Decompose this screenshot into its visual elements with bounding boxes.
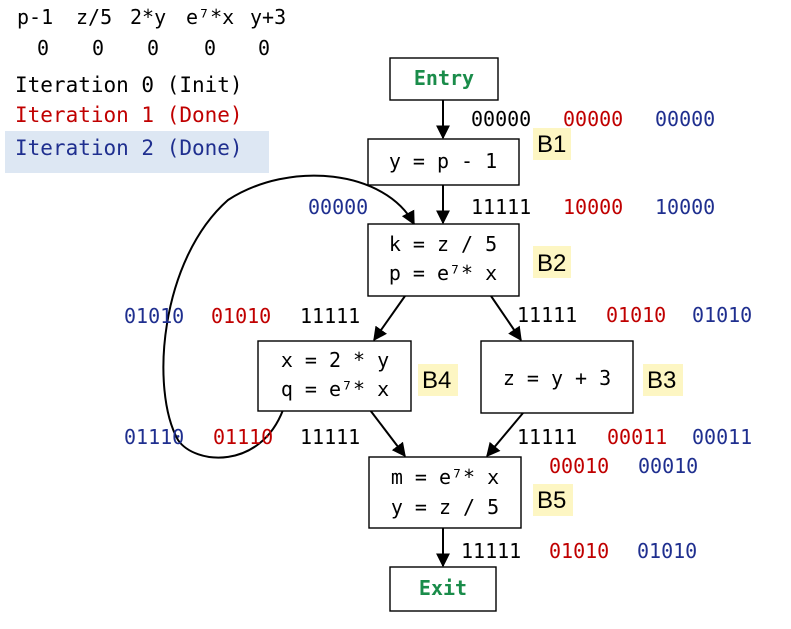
label-b5-exit-iter1: 01010 [549, 539, 609, 563]
edge-back-b4-b2 [162, 174, 415, 459]
exit-label: Exit [419, 576, 467, 600]
label-b2-b3-iter0: 11111 [517, 303, 577, 327]
bit-position-5: 0 [258, 36, 270, 60]
label-b2-b4-iter0: 11111 [300, 304, 360, 328]
edge-labels: 00000 00000 00000 11111 10000 10000 0000… [124, 107, 752, 563]
b2-line-1: k = z / 5 [389, 232, 497, 256]
b1-line-1: y = p - 1 [389, 149, 497, 173]
expr-y-plus-3: y+3 [250, 5, 286, 29]
node-b3: z = y + 3 B3 [480, 340, 683, 414]
cfg-edges [162, 100, 524, 568]
expr-2-times-y: 2*y [130, 5, 166, 29]
b5-line-2: y = z / 5 [391, 495, 499, 519]
edge-b2-b4 [373, 295, 406, 342]
iteration-legend: Iteration 0 (Init) Iteration 1 (Done) It… [5, 73, 269, 173]
edge-b4-b5 [369, 409, 406, 458]
label-entry-b1-iter2: 00000 [655, 107, 715, 131]
label-b4-b5-iter1: 01110 [213, 425, 273, 449]
node-b1: y = p - 1 B1 [367, 128, 571, 186]
label-b5-exit-iter2: 01010 [637, 539, 697, 563]
label-b5-in-extra-iter1: 00010 [549, 454, 609, 478]
node-b5: m = e⁷* x y = z / 5 B5 [368, 456, 573, 529]
label-b1-b2-iter2: 10000 [655, 195, 715, 219]
label-b2-b4-iter2: 01010 [124, 304, 184, 328]
b3-line-1: z = y + 3 [503, 366, 611, 390]
legend-iteration-1: Iteration 1 (Done) [15, 103, 243, 127]
b5-line-1: m = e⁷* x [391, 465, 499, 489]
label-b4-b5-iter2: 01110 [124, 425, 184, 449]
b5-tag: B5 [537, 487, 566, 514]
label-b3-b5-iter0: 11111 [517, 425, 577, 449]
label-b2-b3-iter2: 01010 [692, 303, 752, 327]
b2-line-2: p = e⁷* x [389, 261, 497, 285]
entry-label: Entry [414, 66, 474, 90]
label-b3-b5-iter2: 00011 [692, 425, 752, 449]
label-b5-exit-iter0: 11111 [461, 539, 521, 563]
edge-b2-b3 [490, 295, 522, 342]
label-b2-b3-iter1: 01010 [606, 303, 666, 327]
node-exit: Exit [389, 566, 497, 612]
expr-p-minus-1: p-1 [17, 5, 53, 29]
expr-e7-times-x: e⁷*x [186, 5, 234, 29]
legend-iteration-2: Iteration 2 (Done) [15, 136, 243, 160]
label-b1-b2-iter0: 11111 [471, 195, 531, 219]
node-b2: k = z / 5 p = e⁷* x B2 [367, 223, 571, 297]
label-b3-b5-iter1: 00011 [607, 425, 667, 449]
label-b2-b4-iter1: 01010 [211, 304, 271, 328]
bit-position-3: 0 [147, 36, 159, 60]
label-b4-b5-iter0: 11111 [300, 425, 360, 449]
bit-position-4: 0 [204, 36, 216, 60]
label-entry-b1-iter0: 00000 [471, 107, 531, 131]
node-entry: Entry [389, 57, 499, 101]
b4-line-1: x = 2 * y [281, 348, 389, 372]
label-entry-b1-iter1: 00000 [563, 107, 623, 131]
label-b1-b2-iter1: 10000 [563, 195, 623, 219]
legend-iteration-0: Iteration 0 (Init) [15, 73, 243, 97]
b3-tag: B3 [647, 367, 676, 394]
label-back-b2-iter2: 00000 [308, 195, 368, 219]
legend-highlight [5, 131, 269, 173]
label-b5-in-extra-iter2: 00010 [638, 454, 698, 478]
bit-position-2: 0 [92, 36, 104, 60]
expr-z-div-5: z/5 [76, 5, 112, 29]
b4-tag: B4 [422, 367, 451, 394]
b2-tag: B2 [537, 250, 566, 277]
expression-header: p-1 z/5 2*y e⁷*x y+3 0 0 0 0 0 [17, 5, 286, 60]
edge-b3-b5 [486, 412, 524, 458]
b4-line-2: q = e⁷* x [281, 377, 389, 401]
bit-position-1: 0 [37, 36, 49, 60]
node-b4: x = 2 * y q = e⁷* x B4 [257, 340, 458, 412]
b1-tag: B1 [537, 131, 566, 158]
